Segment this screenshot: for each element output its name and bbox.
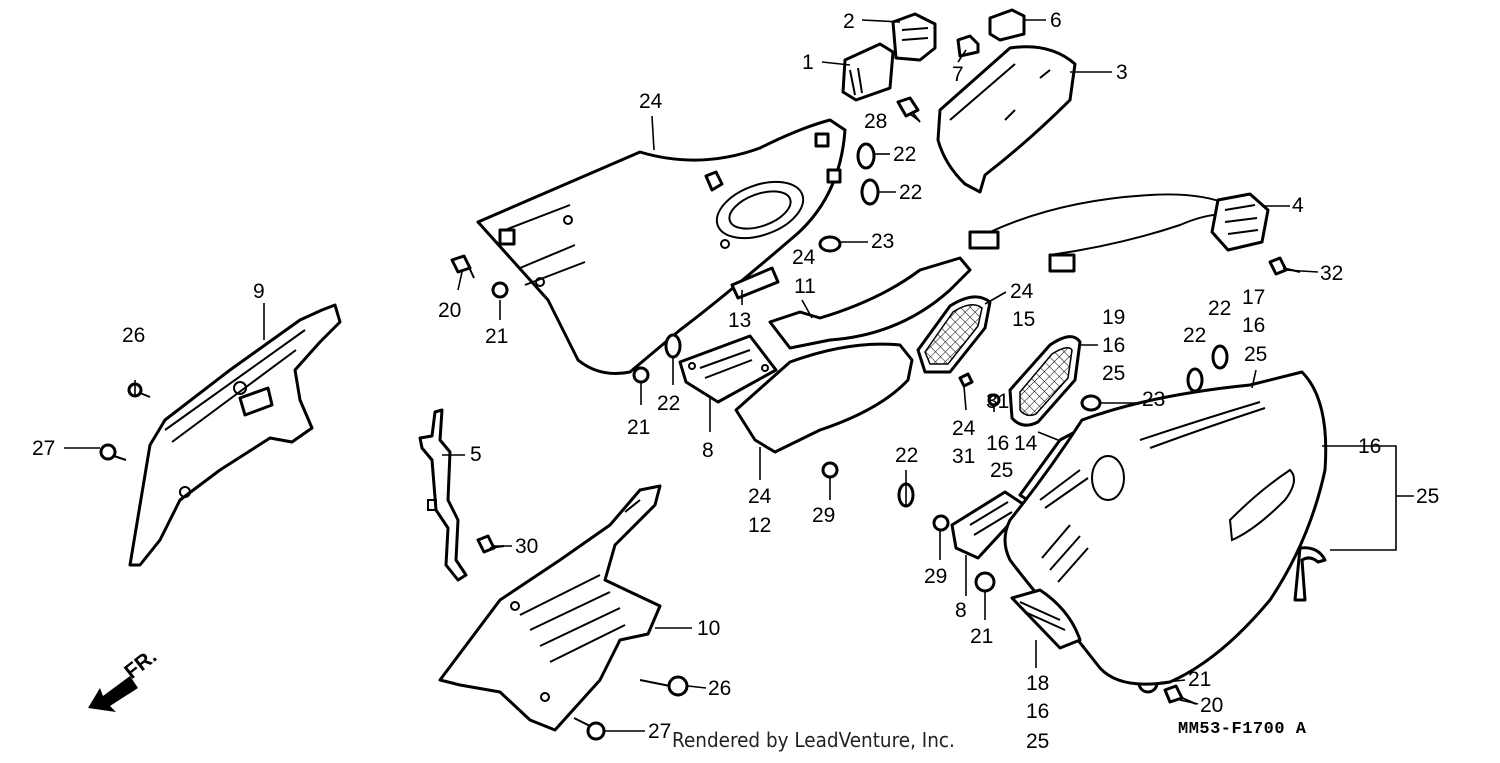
callout-1: 1 bbox=[802, 51, 814, 74]
callout-25-d: 25 bbox=[1416, 485, 1439, 508]
bracket-11 bbox=[768, 256, 972, 350]
callout-25-e: 25 bbox=[1026, 730, 1049, 753]
callout-28: 28 bbox=[864, 110, 887, 133]
regulator-harness bbox=[968, 192, 1270, 273]
plate-8-right bbox=[950, 490, 1028, 560]
bolts-left bbox=[99, 382, 151, 461]
callout-18: 18 bbox=[1026, 672, 1049, 695]
callout-15: 15 bbox=[1012, 308, 1035, 331]
callout-31-a: 31 bbox=[986, 390, 1009, 413]
callout-22-e: 22 bbox=[1183, 324, 1206, 347]
callout-8-right: 8 bbox=[955, 599, 967, 622]
callout-23-top: 23 bbox=[871, 230, 894, 253]
side-cover-left bbox=[476, 118, 847, 375]
render-credit: Rendered by LeadVenture, Inc. bbox=[672, 728, 955, 752]
callout-22-b: 22 bbox=[899, 181, 922, 204]
callout-4: 4 bbox=[1292, 194, 1304, 217]
callout-26-left: 26 bbox=[122, 324, 145, 347]
bolts-bottom bbox=[573, 675, 689, 741]
callout-25-a: 25 bbox=[1102, 362, 1125, 385]
bolt-28 bbox=[896, 96, 921, 123]
callout-25-c: 25 bbox=[990, 459, 1013, 482]
callout-29-b: 29 bbox=[924, 565, 947, 588]
callout-14: 14 bbox=[1014, 432, 1038, 455]
callout-16-e: 16 bbox=[1026, 700, 1049, 723]
callout-16-d: 16 bbox=[1358, 435, 1381, 458]
callout-12: 12 bbox=[748, 514, 771, 537]
diagram-code: MM53-F1700 A bbox=[1178, 720, 1307, 739]
callout-23-right: 23 bbox=[1142, 388, 1165, 411]
callout-26-bottom: 26 bbox=[708, 677, 731, 700]
front-label: FR. bbox=[120, 645, 161, 684]
grommets bbox=[664, 142, 1229, 508]
callout-21-d: 21 bbox=[1188, 668, 1211, 691]
panel-12 bbox=[734, 342, 914, 454]
callout-10: 10 bbox=[697, 617, 720, 640]
callout-29-a: 29 bbox=[812, 504, 835, 527]
callout-30: 30 bbox=[515, 535, 538, 558]
clip-16-25 bbox=[1293, 546, 1327, 602]
callout-22-a: 22 bbox=[893, 143, 916, 166]
callout-20-right: 20 bbox=[1200, 694, 1223, 717]
lower-panel-10 bbox=[438, 484, 662, 732]
callout-24-d: 24 bbox=[748, 485, 772, 508]
callout-17: 17 bbox=[1242, 286, 1265, 309]
callout-21-b: 21 bbox=[627, 416, 650, 439]
callout-31-b: 31 bbox=[952, 445, 975, 468]
top-cover bbox=[936, 45, 1077, 194]
callout-6: 6 bbox=[1050, 9, 1062, 32]
callout-24-a: 24 bbox=[639, 90, 663, 113]
callout-22-d: 22 bbox=[895, 444, 918, 467]
callout-22-f: 22 bbox=[1208, 297, 1231, 320]
mesh-vent-16 bbox=[1008, 335, 1082, 427]
callout-32: 32 bbox=[1320, 262, 1343, 285]
bolt-30 bbox=[476, 534, 505, 554]
callout-24-e: 24 bbox=[952, 417, 976, 440]
callout-8-left: 8 bbox=[702, 439, 714, 462]
bolt-32 bbox=[1268, 256, 1301, 276]
strip-13 bbox=[730, 266, 780, 300]
callout-7: 7 bbox=[952, 63, 964, 86]
bracket-5 bbox=[418, 408, 468, 582]
connector-parts-top bbox=[841, 8, 1026, 102]
callout-21-c: 21 bbox=[970, 625, 993, 648]
callout-16-c: 16 bbox=[986, 432, 1009, 455]
callout-21-a: 21 bbox=[485, 325, 508, 348]
rear-panel-9 bbox=[128, 303, 342, 567]
callout-27-left: 27 bbox=[32, 437, 55, 460]
callout-2: 2 bbox=[843, 10, 855, 33]
callout-24-b: 24 bbox=[792, 246, 816, 269]
callout-16-a: 16 bbox=[1102, 334, 1125, 357]
callout-numbers: 1 2 3 4 5 6 7 8 8 9 10 11 12 13 14 15 16… bbox=[32, 9, 1439, 753]
callout-20-left: 20 bbox=[438, 299, 461, 322]
mesh-vent-15 bbox=[916, 295, 992, 374]
callout-13: 13 bbox=[728, 309, 751, 332]
callout-19: 19 bbox=[1102, 306, 1125, 329]
leader-lines bbox=[64, 19, 1414, 732]
callout-16-b: 16 bbox=[1242, 314, 1265, 337]
callout-22-c: 22 bbox=[657, 392, 680, 415]
callout-3: 3 bbox=[1116, 61, 1128, 84]
bolts-small bbox=[450, 254, 1197, 705]
side-cover-right bbox=[1003, 370, 1328, 686]
callout-27-bottom: 27 bbox=[648, 720, 671, 743]
callout-24-c: 24 bbox=[1010, 280, 1034, 303]
front-direction-arrow: FR. bbox=[88, 645, 161, 712]
plate-8-left bbox=[678, 334, 778, 404]
callout-11: 11 bbox=[794, 275, 816, 298]
callout-9: 9 bbox=[253, 280, 265, 303]
callout-25-b: 25 bbox=[1244, 343, 1267, 366]
callout-5: 5 bbox=[470, 443, 482, 466]
